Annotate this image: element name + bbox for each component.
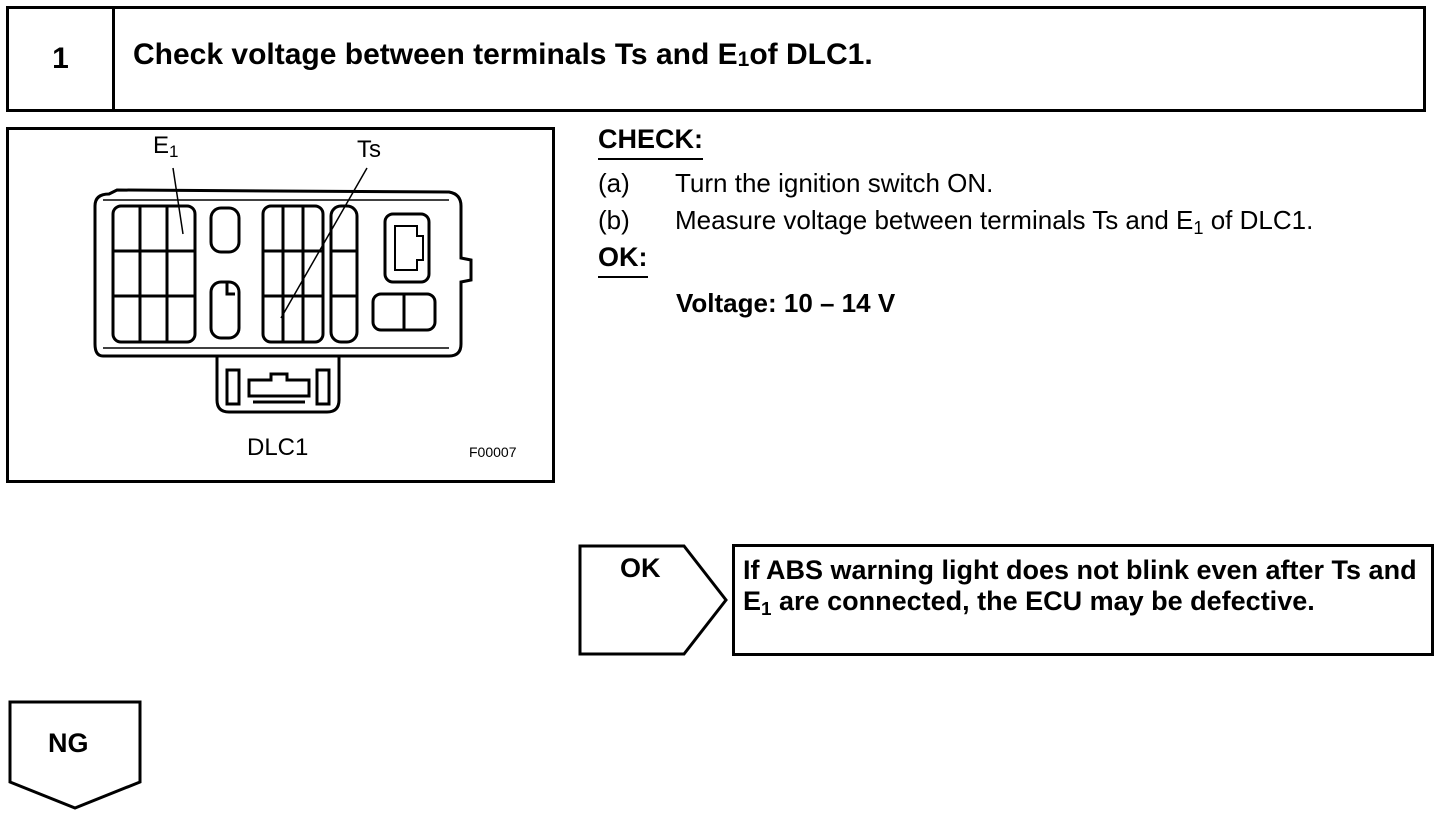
ok-result-text-start: If ABS warning light does not blink even…	[743, 555, 1417, 616]
step-text: Turn the ignition switch ON.	[675, 168, 994, 198]
check-section: CHECK: (a) Turn the ignition switch ON. …	[598, 124, 1428, 319]
terminal-e-letter: E	[153, 132, 170, 159]
step-number: 1	[9, 9, 115, 109]
terminal-e1-label: E1	[153, 132, 179, 162]
dlc1-connector-drawing	[93, 167, 473, 414]
step-header: 1 Check voltage between terminals Ts and…	[6, 6, 1426, 112]
step-text-subscript: 1	[1193, 217, 1204, 238]
ok-result-subscript: 1	[761, 598, 772, 620]
check-heading: CHECK:	[598, 124, 703, 160]
step-text-start: Measure voltage between terminals Ts and…	[675, 205, 1194, 235]
figure-code: F00007	[469, 444, 517, 460]
step-letter: (a)	[598, 168, 630, 198]
step-title-text: Check voltage between terminals Ts and E	[133, 38, 738, 71]
step-title-subscript: 1	[737, 48, 750, 72]
ng-branch-label: NG	[48, 728, 89, 758]
step-title-text-end: of DLC1.	[749, 38, 873, 71]
ok-arrow-shape	[578, 544, 728, 656]
ok-branch-label: OK	[620, 553, 661, 583]
step-text: Measure voltage between terminals Ts and…	[675, 205, 1314, 238]
dlc1-figure: E1 Ts DLC1 F00007	[6, 127, 555, 483]
ng-arrow-shape	[8, 700, 142, 810]
step-letter: (b)	[598, 205, 630, 235]
ok-result-text-end: are connected, the ECU may be defective.	[771, 586, 1315, 616]
check-step-b: (b) Measure voltage between terminals Ts…	[598, 205, 1428, 238]
connector-caption: DLC1	[247, 434, 309, 461]
terminal-ts-label: Ts	[357, 136, 381, 163]
terminal-e-subscript: 1	[169, 142, 179, 162]
voltage-spec: Voltage: 10 – 14 V	[676, 288, 896, 318]
step-title: Check voltage between terminals Ts and E…	[133, 9, 873, 109]
check-step-a: (a) Turn the ignition switch ON.	[598, 168, 1428, 199]
ok-result-box: If ABS warning light does not blink even…	[732, 544, 1434, 656]
step-text-end: of DLC1.	[1203, 205, 1314, 235]
ok-heading: OK:	[598, 242, 648, 278]
